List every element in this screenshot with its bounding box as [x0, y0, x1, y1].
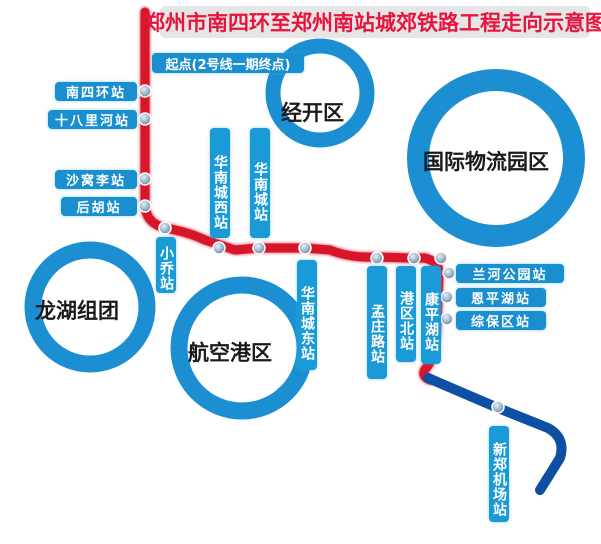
zone-label-logistics: 国际物流园区 — [423, 150, 549, 174]
zone-ring-longhu — [24, 241, 156, 373]
station-label-shawoli: 沙窝李站 — [55, 170, 137, 189]
station-label-xiaoqiao: 小乔站 — [156, 237, 176, 293]
station-label-gangqu-north: 港区北站 — [396, 266, 416, 362]
rail-line-blue — [423, 373, 567, 495]
station-label-enpinghu: 恩平湖站 — [456, 288, 546, 307]
station-label-zongbao: 综保区站 — [456, 311, 546, 330]
station-label-lanhe: 兰河公园站 — [456, 264, 564, 283]
station-label-houhu: 后胡站 — [61, 197, 137, 216]
station-label-kangpinghu: 康平湖站 — [421, 266, 441, 364]
zone-label-longhu: 龙湖组团 — [35, 299, 119, 323]
station-label-huanan-west: 华南城西站 — [210, 128, 230, 238]
station-label-mengzhuang: 孟庄路站 — [367, 266, 387, 379]
station-label-shibalihe: 十八里河站 — [48, 110, 137, 129]
station-label-huanan-east: 华南城东站 — [297, 260, 317, 370]
start-point-label: 起点(2号线一期终点) — [152, 53, 304, 73]
map-title: 郑州市南四环至郑州南站城郊铁路工程走向示意图 — [144, 6, 601, 38]
station-label-nansihuan: 南四环站 — [55, 82, 137, 101]
station-dots — [138, 84, 505, 414]
zone-ring-logistics — [407, 69, 585, 247]
zone-label-airport: 航空港区 — [188, 341, 272, 365]
zone-label-jingkai: 经开区 — [281, 101, 344, 125]
station-label-airport: 新郑机场站 — [489, 426, 509, 522]
station-label-huanan: 华南城站 — [250, 128, 270, 238]
